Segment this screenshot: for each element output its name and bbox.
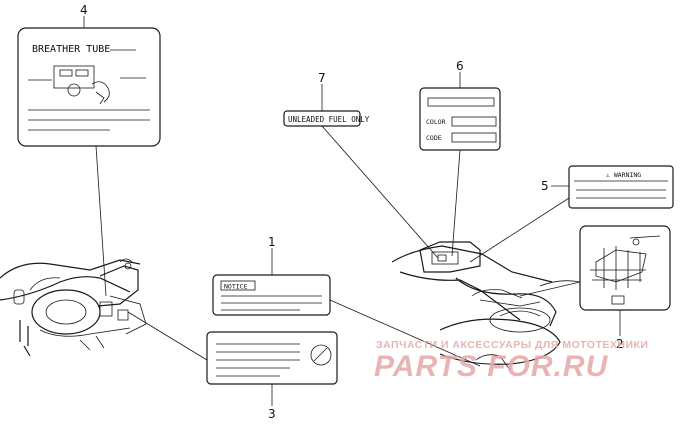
label-6-color-code: COLOR CODE xyxy=(419,87,501,151)
label-1-notice: NOTICE xyxy=(212,274,331,316)
callout-1: 1 xyxy=(268,235,276,249)
callout-3: 3 xyxy=(268,407,276,421)
label-2-schematic xyxy=(579,225,671,311)
watermark-tagline: ЗАПЧАСТИ И АКСЕССУАРЫ ДЛЯ МОТОТЕХНИКИ xyxy=(376,339,648,351)
warning-text: ⚠ WARNING xyxy=(605,171,641,179)
label-3-gauge xyxy=(206,331,338,385)
callout-4: 4 xyxy=(80,3,88,17)
label-5-warning: ⚠ WARNING xyxy=(568,165,674,209)
notice-text: NOTICE xyxy=(224,283,248,291)
watermark: ЗАПЧАСТИ И АКСЕССУАРЫ ДЛЯ МОТОТЕХНИКИ PA… xyxy=(374,339,648,383)
leader-lines xyxy=(83,16,621,406)
label-7-unleaded-fuel: UNLEADED FUEL ONLY xyxy=(283,110,370,127)
code-text: CODE xyxy=(426,134,442,142)
watermark-brand: PARTS FOR.RU xyxy=(374,350,609,383)
callout-6: 6 xyxy=(456,59,464,73)
label-4-breather-tube: BREATHER TUBE xyxy=(17,27,161,147)
callout-7: 7 xyxy=(318,71,326,85)
motorcycle-frame-illustration xyxy=(0,258,147,357)
breather-tube-text: BREATHER TUBE xyxy=(32,44,110,55)
color-text: COLOR xyxy=(426,118,446,126)
motorcycle-tank-illustration xyxy=(391,241,581,371)
unleaded-fuel-text: UNLEADED FUEL ONLY xyxy=(288,115,370,124)
callout-2: 2 xyxy=(616,337,624,351)
callout-5: 5 xyxy=(541,179,549,193)
